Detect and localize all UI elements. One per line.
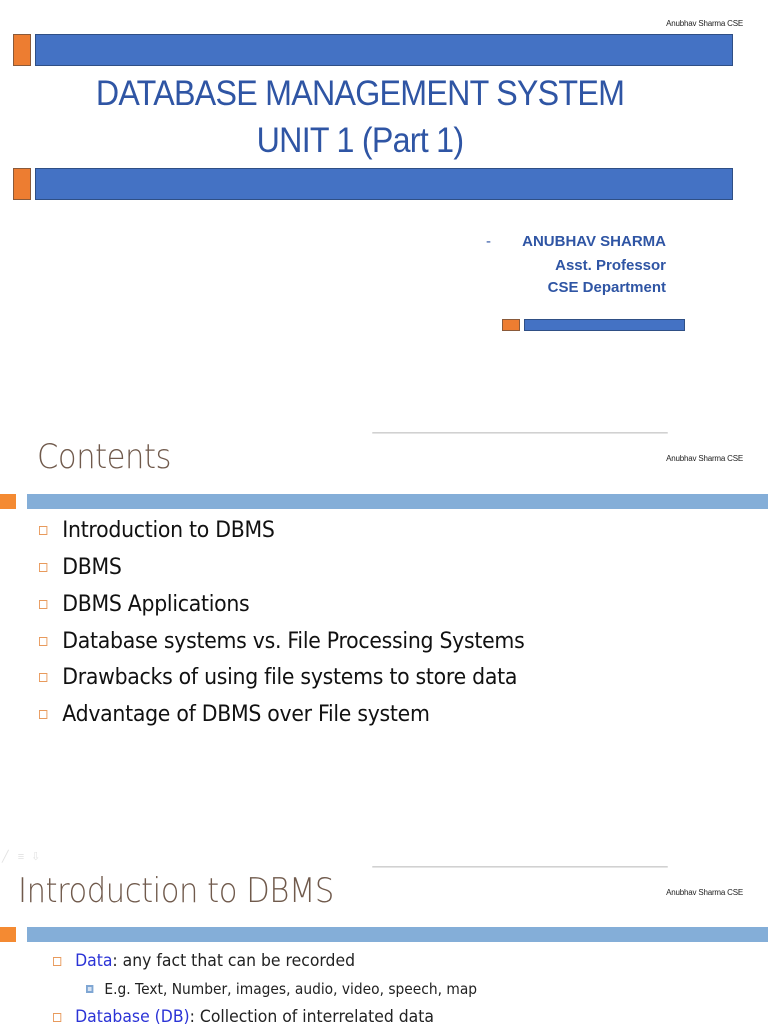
decor-blue-bar — [27, 494, 768, 509]
list-item-text: DBMS Applications — [62, 592, 250, 617]
presentation-subtitle: UNIT 1 (Part 1) — [256, 121, 464, 160]
square-bullet-icon — [39, 710, 48, 719]
list-item: Advantage of DBMS over File system — [39, 702, 430, 727]
square-bullet-icon — [39, 673, 48, 682]
watermark: Anubhav Sharma CSE — [666, 888, 743, 897]
pen-icon: ╱ — [2, 851, 9, 863]
menu-icon: ≡ — [17, 851, 25, 863]
sub-list-item: E.g. Text, Number, images, audio, video,… — [86, 980, 477, 998]
list-item: Drawbacks of using file systems to store… — [39, 665, 517, 690]
list-item: Data: any fact that can be recorded — [53, 951, 355, 971]
slide-divider — [372, 432, 668, 434]
filled-square-bullet-icon — [86, 985, 94, 993]
decor-orange-block-small — [502, 319, 520, 331]
decor-orange-block — [0, 927, 16, 942]
list-item: DBMS Applications — [39, 592, 250, 617]
sub-item-text: E.g. Text, Number, images, audio, video,… — [104, 980, 478, 998]
decor-orange-block — [13, 34, 31, 66]
list-item: DBMS — [39, 555, 122, 580]
slide-title: Introduction to DBMS — [18, 871, 334, 911]
author-name: ANUBHAV SHARMA — [522, 233, 666, 250]
decor-orange-block — [13, 168, 31, 200]
term: Database (DB) — [75, 1007, 190, 1027]
decor-blue-bar — [35, 34, 733, 66]
definition: : Collection of interrelated data — [189, 1007, 434, 1027]
decor-orange-block — [0, 494, 16, 509]
ghost-toolbar: ╱ ≡ ⇩ — [2, 850, 40, 863]
square-bullet-icon — [39, 563, 48, 572]
list-item: Database systems vs. File Processing Sys… — [39, 629, 525, 654]
author-department: CSE Department — [547, 279, 666, 296]
list-item-text: Advantage of DBMS over File system — [62, 702, 430, 727]
definition: : any fact that can be recorded — [112, 951, 356, 971]
author-dash: - — [486, 233, 491, 250]
term: Data — [75, 951, 113, 971]
watermark: Anubhav Sharma CSE — [666, 454, 743, 463]
list-item: Introduction to DBMS — [39, 518, 275, 543]
square-bullet-icon — [39, 526, 48, 535]
square-bullet-icon — [39, 600, 48, 609]
arrow-icon: ⇩ — [31, 851, 41, 863]
slide-divider — [372, 866, 668, 868]
list-item-text: Database systems vs. File Processing Sys… — [62, 629, 525, 654]
presentation-title: DATABASE MANAGEMENT SYSTEM — [95, 74, 625, 113]
square-bullet-icon — [53, 956, 62, 966]
square-bullet-icon — [39, 637, 48, 646]
decor-blue-bar — [35, 168, 733, 200]
author-role: Asst. Professor — [555, 257, 666, 274]
list-item-text: Introduction to DBMS — [62, 518, 275, 543]
list-item-text: Drawbacks of using file systems to store… — [62, 665, 518, 690]
list-item: Database (DB): Collection of interrelate… — [53, 1007, 434, 1027]
list-item-text: DBMS — [62, 555, 122, 580]
decor-blue-bar — [27, 927, 768, 942]
square-bullet-icon — [53, 1012, 62, 1022]
watermark: Anubhav Sharma CSE — [666, 19, 743, 28]
decor-blue-bar-small — [524, 319, 685, 331]
slide-title: Contents — [37, 437, 172, 477]
